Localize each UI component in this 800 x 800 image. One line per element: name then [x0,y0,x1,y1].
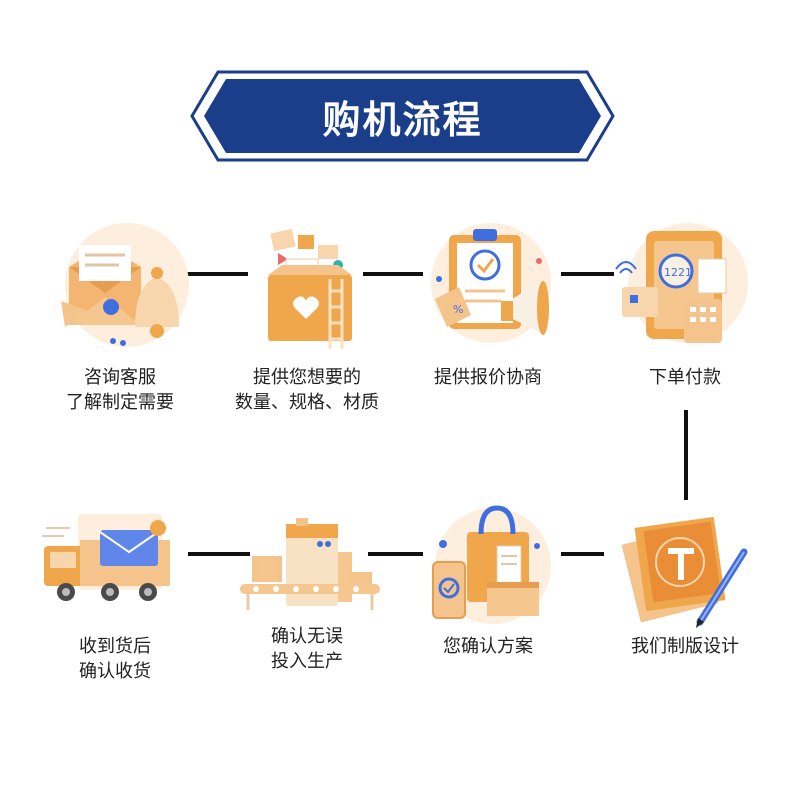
connector-line [186,272,248,276]
step-confirm-plan: 您确认方案 [413,498,563,678]
step-label-line: 确认收货 [79,661,151,682]
page-title: 购机流程 [322,97,483,142]
step-label: 我们制版设计 [590,634,780,659]
box-with-ladder-icon [268,228,352,349]
step-design: 我们制版设计 [610,498,760,678]
connector-line [368,552,423,556]
step-label-line: 咨询客服 [84,367,156,388]
delivery-truck-icon [42,514,170,601]
step-label-line: 数量、规格、材质 [235,392,379,413]
svg-text:1221: 1221 [664,266,692,279]
step-provide-specs: 提供您想要的 数量、规格、材质 [232,215,382,435]
step-consult: 咨询客服 了解制定需要 [45,215,195,435]
step-label: 咨询客服 了解制定需要 [25,365,215,415]
step-label-line: 我们制版设计 [631,636,739,657]
connector-line [188,552,250,556]
step-label-line: 收到货后 [79,636,151,657]
step-label: 提供您想要的 数量、规格、材质 [212,365,402,415]
connector-line [561,552,604,556]
step-quotation: % 提供报价协商 [413,215,563,395]
step-label: 您确认方案 [393,634,583,659]
step-label: 下单付款 [590,365,780,390]
connector-line [363,272,423,276]
clipboard-megaphone-icon: % [431,223,551,343]
step-label: 提供报价协商 [393,365,583,390]
step-production: 确认无误 投入生产 [232,498,382,678]
step-label: 收到货后 确认收货 [20,634,210,684]
svg-text:%: % [453,303,463,316]
step-label-line: 提供您想要的 [253,367,361,388]
step-label-line: 确认无误 [271,626,343,647]
envelope-bell-icon [61,223,189,347]
step-label-line: 您确认方案 [443,636,533,657]
step-label-line: 投入生产 [271,651,343,672]
banner-shape [190,70,615,162]
step-label-line: 提供报价协商 [434,367,542,388]
payment-terminal-icon: 1221 [615,223,748,343]
title-banner: 购机流程 [190,70,615,162]
step-receive-goods: 收到货后 确认收货 [40,498,190,682]
factory-conveyor-icon [240,518,380,610]
shopping-bag-phone-icon [432,505,551,624]
step-label-line: 了解制定需要 [66,392,174,413]
connector-line [561,272,614,276]
step-pay: 1221 下单付款 [610,215,760,395]
design-tools-icon [621,516,748,628]
connector-line [684,410,688,500]
step-label-line: 下单付款 [649,367,721,388]
step-label: 确认无误 投入生产 [212,624,402,674]
